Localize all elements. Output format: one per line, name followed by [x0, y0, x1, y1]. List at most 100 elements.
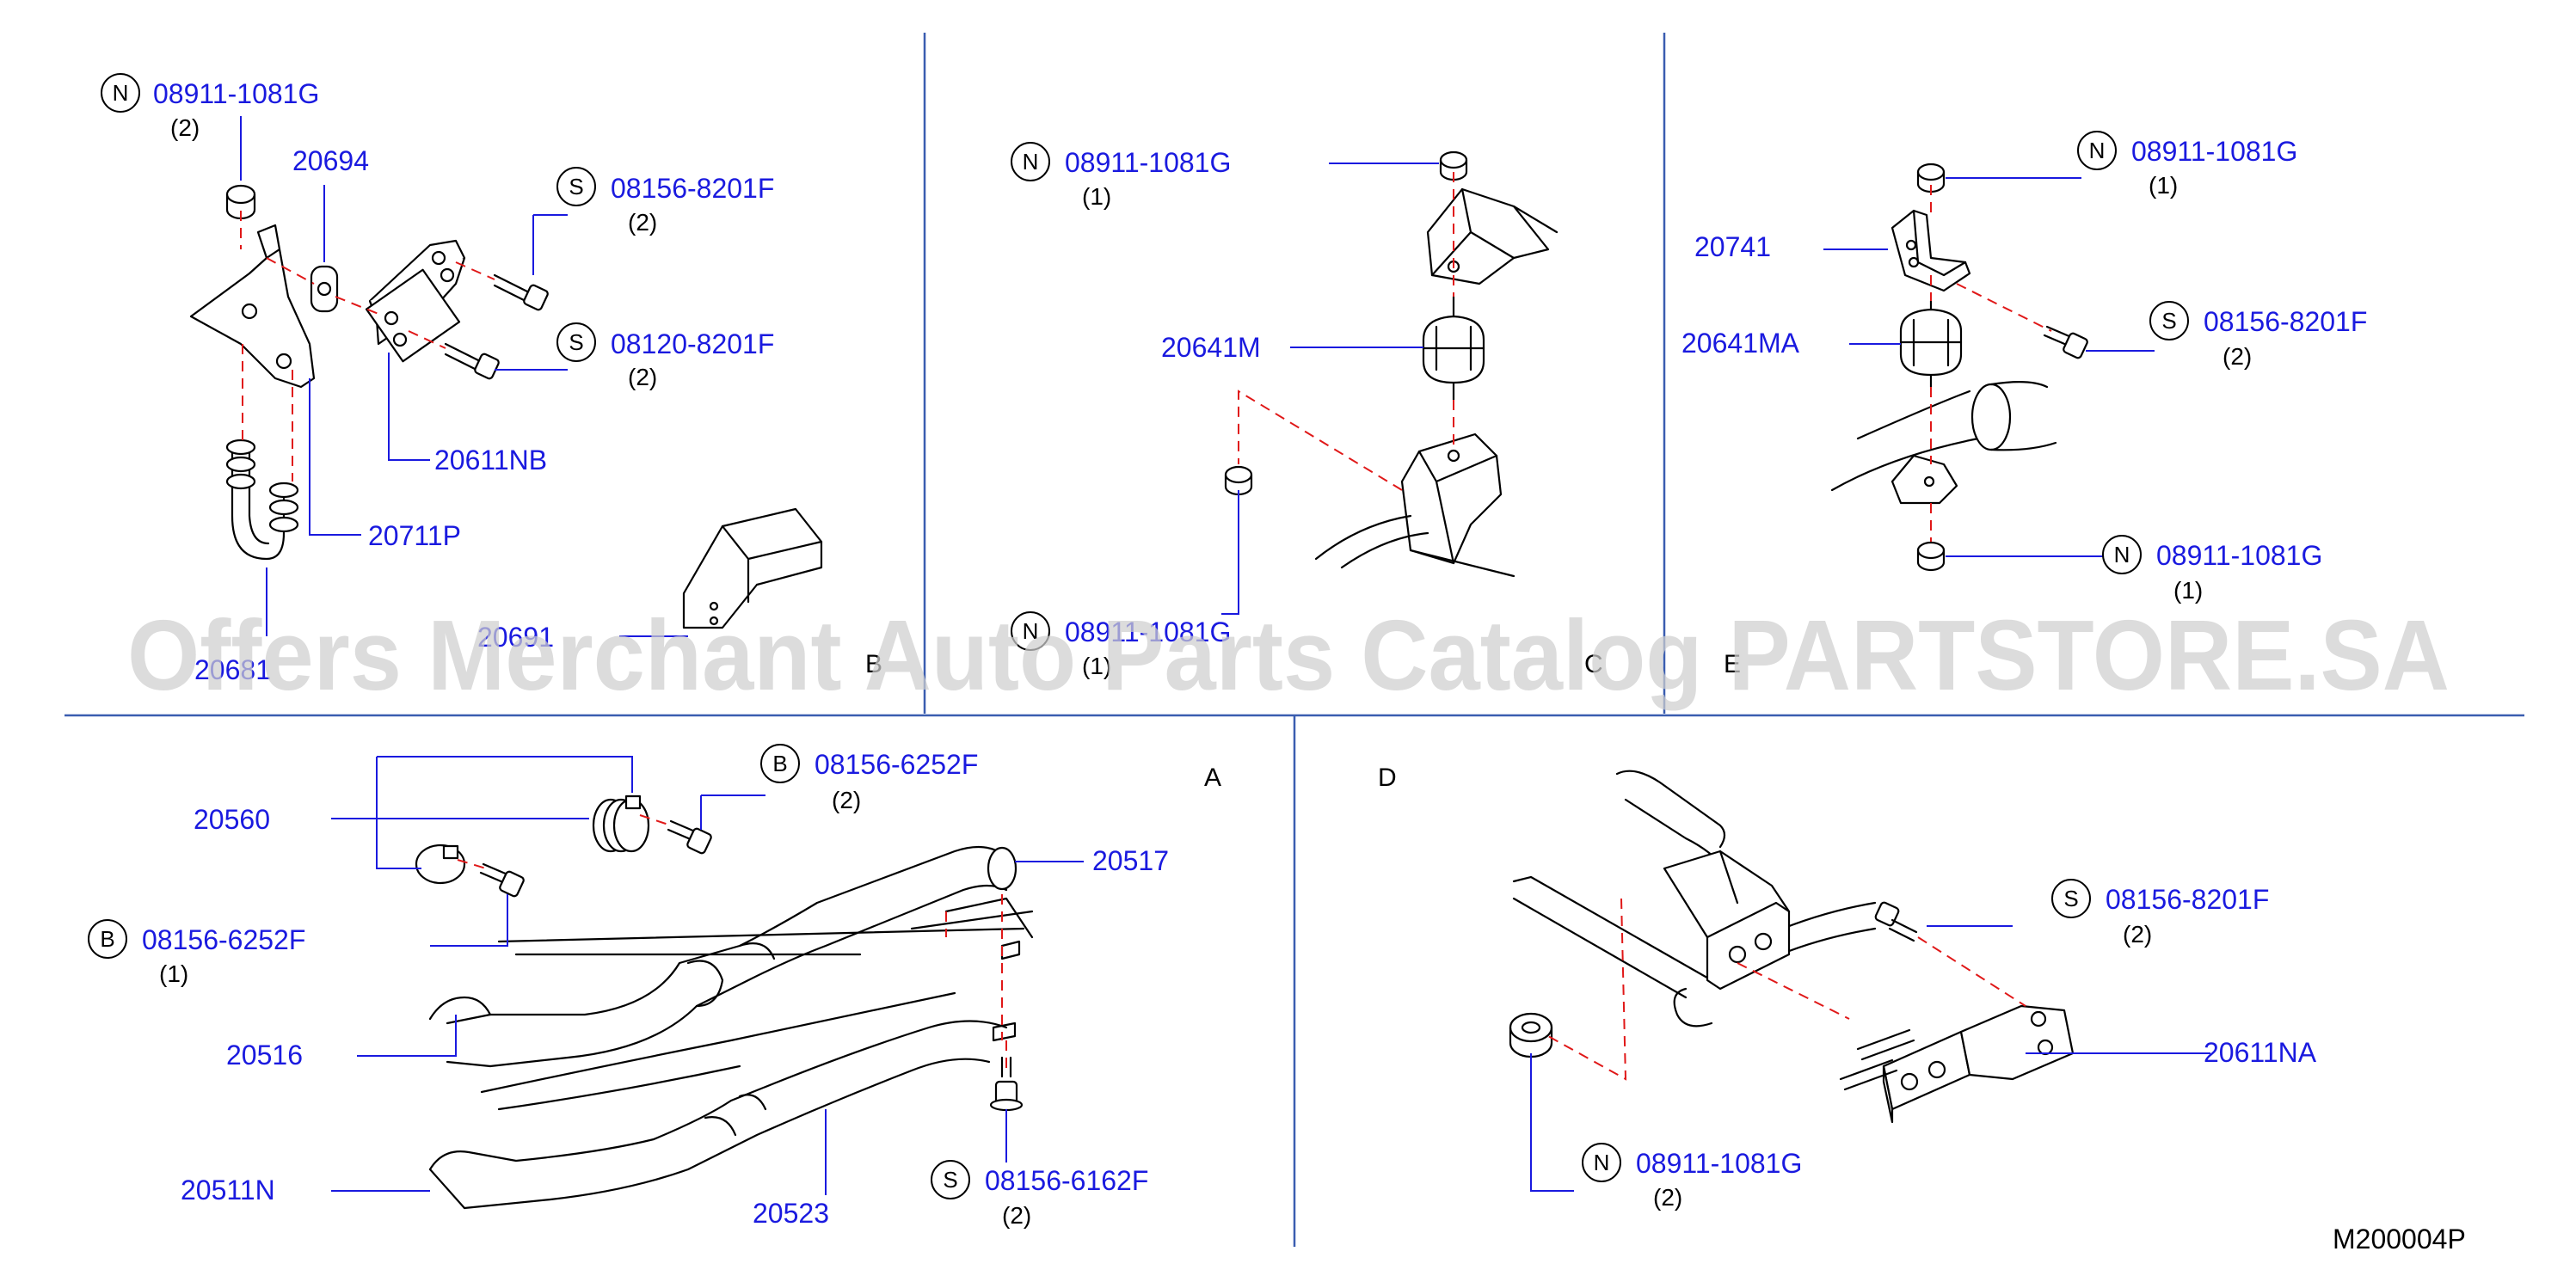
- section-label-e: E: [1724, 650, 1741, 678]
- callout-part-number[interactable]: 08911-1081G: [2156, 540, 2322, 571]
- callout-letter: N: [2114, 542, 2130, 567]
- bolt-part: [444, 273, 549, 380]
- part-label-20560[interactable]: 20560: [194, 804, 270, 835]
- heat-shield-part: [682, 507, 823, 629]
- callout-letter: N: [1023, 149, 1039, 175]
- callout-bolt-4: B 08156-6252F (2): [760, 744, 978, 813]
- callout-letter: S: [2161, 308, 2176, 334]
- part-label-20641MA[interactable]: 20641MA: [1681, 328, 1800, 359]
- panel-hanger-bracket: N 08911-1081G (2) 20694 S 08156-8201F (2…: [101, 73, 882, 685]
- part-label-20516[interactable]: 20516: [226, 1040, 303, 1070]
- callout-letter: B: [100, 926, 114, 952]
- callout-part-number[interactable]: 08911-1081G: [1636, 1148, 1802, 1179]
- nut-part: [1916, 541, 1946, 572]
- part-label-20694[interactable]: 20694: [292, 145, 369, 176]
- part-label-20681[interactable]: 20681: [194, 654, 271, 685]
- panel-bracket-d: D: [1378, 764, 2317, 1211]
- callout-letter: N: [1594, 1150, 1610, 1175]
- callout-quantity: (1): [159, 960, 188, 987]
- callout-letter: N: [1023, 618, 1039, 644]
- callout-part-number[interactable]: 08911-1081G: [1065, 147, 1231, 178]
- callout-quantity: (1): [2173, 577, 2203, 604]
- callout-bolt-6: S 08156-6162F (2): [931, 1160, 1148, 1229]
- callout-quantity: (2): [628, 364, 657, 390]
- section-label-a: A: [1204, 764, 1221, 792]
- callout-bolt-3: S 08156-8201F (2): [2149, 301, 2367, 370]
- watermark-text: Offers Merchant Auto Parts Catalog PARTS…: [127, 599, 2450, 711]
- callout-part-number[interactable]: 08156-6162F: [985, 1165, 1148, 1196]
- section-label-c: C: [1584, 650, 1603, 678]
- hanger-bracket-part: [189, 224, 316, 389]
- hanger-rubber-part: [225, 439, 299, 561]
- callout-quantity: (2): [628, 209, 657, 236]
- part-label-20741[interactable]: 20741: [1694, 231, 1771, 262]
- panel-mount-e: N 08911-1081G (1) 20741 20641MA S 08156-…: [1681, 131, 2367, 678]
- callout-bolt-2: S 08120-8201F (2): [556, 322, 774, 390]
- callout-nut-1: N 08911-1081G (2): [101, 73, 319, 141]
- callout-letter: S: [2063, 886, 2078, 911]
- callout-nut-5: N 08911-1081G (1): [2102, 535, 2322, 604]
- rubber-mount-part: [1899, 299, 1963, 389]
- part-label-20511N[interactable]: 20511N: [181, 1175, 275, 1205]
- panel-mount-c: N 08911-1081G (1) 20641M N 08911-1081G (…: [1011, 142, 1603, 679]
- callout-part-number[interactable]: 08156-6252F: [815, 749, 978, 780]
- part-label-20611NA[interactable]: 20611NA: [2204, 1037, 2317, 1068]
- callout-nut-3: N 08911-1081G (1): [1011, 611, 1231, 679]
- callout-letter: S: [569, 174, 583, 199]
- section-label-d: D: [1378, 764, 1397, 792]
- mounting-plate-part: [365, 239, 466, 363]
- part-label-20611NB[interactable]: 20611NB: [434, 445, 547, 475]
- part-label-20523[interactable]: 20523: [753, 1198, 829, 1229]
- callout-letter: N: [2089, 138, 2106, 163]
- callout-quantity: (1): [2149, 172, 2178, 199]
- section-label-b: B: [865, 650, 882, 678]
- callout-part-number[interactable]: 08156-8201F: [2204, 306, 2367, 337]
- bolt-part: [1874, 901, 1918, 942]
- callout-nut-2: N 08911-1081G (1): [1011, 142, 1231, 210]
- callout-quantity: (2): [2123, 921, 2152, 948]
- front-pipe-part: [428, 845, 1034, 1068]
- callout-nut-4: N 08911-1081G (1): [2077, 131, 2297, 199]
- callout-letter: S: [943, 1167, 957, 1193]
- callout-nut-6: N 08911-1081G (2): [1582, 1143, 1802, 1211]
- callout-quantity: (2): [832, 787, 861, 813]
- callout-quantity: (1): [1082, 653, 1111, 679]
- diagram-code: M200004P: [2333, 1224, 2466, 1255]
- nut-part: [1509, 1012, 1553, 1058]
- part-label-20691[interactable]: 20691: [477, 622, 554, 653]
- callout-part-number[interactable]: 08911-1081G: [1065, 617, 1231, 647]
- panel-exhaust-pipes: B 08156-6252F (2) 20560 20517 B 08156-62…: [88, 744, 1221, 1229]
- rear-pipe-part: [428, 927, 1025, 1210]
- callout-quantity: (2): [1653, 1184, 1682, 1211]
- rubber-mount-part: [1422, 295, 1485, 402]
- bolt-part: [989, 1056, 1024, 1112]
- callout-part-number[interactable]: 08120-8201F: [611, 328, 774, 359]
- part-label-20711P[interactable]: 20711P: [368, 520, 461, 551]
- callout-letter: N: [113, 80, 129, 106]
- callout-letter: B: [772, 751, 787, 776]
- callout-bolt-1: S 08156-8201F (2): [556, 167, 774, 236]
- bolt-part: [2043, 325, 2088, 359]
- callout-part-number[interactable]: 08156-8201F: [2106, 884, 2269, 915]
- part-label-20641M[interactable]: 20641M: [1161, 332, 1261, 363]
- callout-bolt-5: B 08156-6252F (1): [88, 919, 305, 987]
- callout-part-number[interactable]: 08911-1081G: [153, 78, 319, 109]
- nut-part: [225, 184, 256, 220]
- mounting-plate-part: [1839, 1004, 2075, 1124]
- callout-part-number[interactable]: 08156-8201F: [611, 173, 774, 204]
- callout-bolt-7: S 08156-8201F (2): [2051, 879, 2269, 948]
- bracket-part: [1891, 209, 1971, 292]
- callout-quantity: (1): [1082, 183, 1111, 210]
- bolt-part: [479, 819, 712, 898]
- rubber-insulator-part: [310, 265, 339, 313]
- part-label-20517[interactable]: 20517: [1092, 845, 1169, 876]
- clamp-part: [415, 794, 650, 885]
- callout-quantity: (2): [2222, 343, 2252, 370]
- callout-part-number[interactable]: 08911-1081G: [2131, 136, 2297, 167]
- panel-dividers: [65, 33, 2524, 1247]
- callout-letter: S: [569, 329, 583, 355]
- callout-part-number[interactable]: 08156-6252F: [142, 924, 305, 955]
- callout-quantity: (2): [1002, 1202, 1031, 1229]
- callout-quantity: (2): [170, 114, 200, 141]
